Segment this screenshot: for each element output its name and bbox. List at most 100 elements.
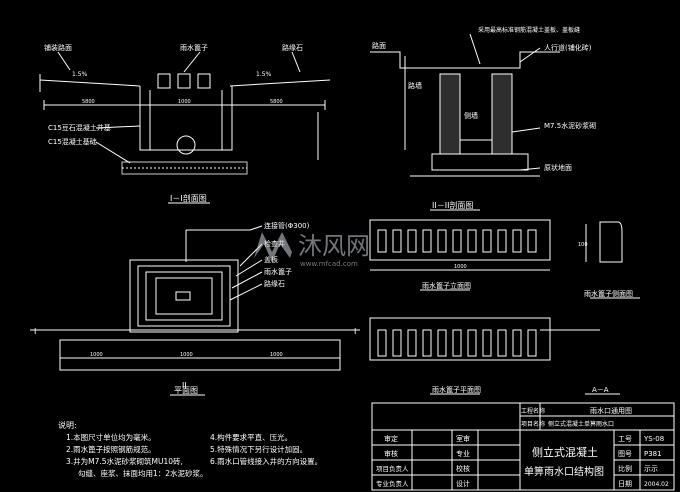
plan-curb-label: 路缘石 bbox=[264, 279, 285, 288]
item-label: 项目名称 bbox=[521, 420, 545, 428]
grate-slot bbox=[497, 229, 507, 253]
caption-section-1: I－I剖面图 bbox=[170, 193, 207, 203]
title-block bbox=[371, 402, 675, 491]
note-item: 3.井为M7.5水泥砂浆砌筑MU10砖, bbox=[66, 456, 183, 466]
meta-value: 示示 bbox=[644, 465, 658, 473]
grate-label: 雨水篦子 bbox=[180, 43, 208, 52]
grate-slot bbox=[437, 329, 447, 357]
grate-slot bbox=[482, 329, 492, 357]
brick-label: M7.5水泥砂浆砌 bbox=[544, 121, 596, 130]
grate-slot bbox=[467, 329, 477, 357]
title-block-text: 工程名称 雨水口通用图 项目名称 侧立式混凝土单箅雨水口 审定 室审 审核 专业… bbox=[376, 406, 669, 488]
drawing-title-2: 单箅雨水口结构图 bbox=[524, 465, 604, 478]
section-marker-bottom: II bbox=[182, 381, 187, 390]
grate-slot bbox=[452, 329, 462, 357]
curb-label: 路缘石 bbox=[282, 43, 303, 52]
watermark-url: www.mfcad.com bbox=[300, 260, 358, 268]
grate-slot bbox=[527, 229, 537, 253]
side-dim: 100 bbox=[578, 242, 588, 248]
grate-slot bbox=[422, 229, 432, 253]
grate-slot bbox=[377, 329, 387, 357]
grate-slot bbox=[512, 329, 522, 357]
meta-value: P381 bbox=[644, 450, 662, 458]
grate-slot bbox=[527, 329, 537, 357]
note-item: 5.特殊情况下另行设计加固。 bbox=[210, 444, 307, 454]
dim-left: 5800 bbox=[82, 99, 95, 105]
plan-dim-right: 1000 bbox=[270, 352, 283, 358]
grate-slot bbox=[392, 229, 402, 253]
grate-slot bbox=[422, 329, 432, 357]
tb-row-a: 审核 bbox=[384, 449, 398, 458]
well-mouth-label: 检查井 bbox=[264, 239, 285, 248]
road-label-right: 路面 bbox=[372, 41, 386, 50]
plan-dim-left: 1000 bbox=[90, 352, 103, 358]
note-item: 勾缝、座浆、抹面均用1：2水泥砂浆。 bbox=[78, 468, 208, 478]
watermark-brand: 沐风网 bbox=[298, 232, 370, 260]
note-item: 1.本图尺寸单位均为毫米。 bbox=[66, 432, 156, 442]
drawing-title-1: 侧立式混凝土 bbox=[532, 445, 598, 459]
elev-dim: 1000 bbox=[454, 264, 467, 270]
cushion-label: C15混凝土基础 bbox=[48, 137, 97, 146]
meta-value: 2004.02 bbox=[644, 481, 669, 488]
note-item: 6.雨水口管线接入井的方向设置。 bbox=[210, 456, 322, 466]
grate-slot bbox=[407, 329, 417, 357]
section-1-1 bbox=[39, 51, 331, 204]
sidewalk-label: 人行道(铺化砖) bbox=[544, 43, 592, 52]
connect-pipe-label: 连接管(Φ300) bbox=[264, 221, 310, 230]
tb-row-a: 审定 bbox=[384, 434, 398, 443]
plan-dim-mid: 1000 bbox=[180, 352, 193, 358]
meta-key: 日期 bbox=[618, 480, 632, 488]
tb-row-b: 校核 bbox=[456, 464, 470, 473]
grate-slot bbox=[482, 229, 492, 253]
concrete-well-label: C15豆石混凝土井基 bbox=[48, 123, 111, 132]
grate-slot bbox=[407, 229, 417, 253]
grate-slot bbox=[437, 229, 447, 253]
watermark: 沐风网 www.mfcad.com bbox=[254, 232, 370, 268]
caption-grate-side: 雨水篦子侧面图 bbox=[584, 289, 633, 298]
grate-slot bbox=[452, 229, 462, 253]
note-top-label: 采用最高标准钢筋混凝土盖板、盖板缝 bbox=[478, 26, 580, 34]
watermark-logo-icon bbox=[254, 232, 292, 262]
meta-key: 比例 bbox=[618, 464, 632, 473]
tb-row-b: 专业 bbox=[456, 449, 470, 458]
project-value: 雨水口通用图 bbox=[590, 406, 632, 415]
base-label: 原状地面 bbox=[544, 163, 572, 172]
grate-side bbox=[585, 221, 640, 299]
tb-row-a: 专业负责人 bbox=[376, 479, 409, 488]
item-value: 侧立式混凝土单箅雨水口 bbox=[548, 420, 614, 428]
dim-right: 5800 bbox=[270, 99, 283, 105]
meta-key: 图号 bbox=[618, 450, 632, 458]
grate-slot bbox=[377, 229, 387, 253]
notes-title: 说明: bbox=[58, 420, 77, 430]
section-marker-left: I bbox=[34, 327, 36, 336]
notes-block: 说明: 1.本图尺寸单位均为毫米。 2.雨水篦子按照钢筋规范。 3.井为M7.5… bbox=[58, 420, 322, 478]
caption-grate-plan: 雨水篦子平面图 bbox=[432, 385, 481, 394]
grate-slot bbox=[497, 329, 507, 357]
tb-row-b: 设计 bbox=[456, 479, 470, 488]
caption-plan: 平面图 bbox=[174, 386, 198, 395]
plan-view bbox=[30, 225, 360, 396]
dim-mid: 1000 bbox=[178, 99, 191, 105]
label-a-a: A－A bbox=[592, 386, 609, 394]
well-wall-label: 侧墙 bbox=[464, 111, 478, 120]
section-2-2 bbox=[370, 33, 560, 211]
note-item: 2.雨水篦子按照钢筋规范。 bbox=[66, 444, 156, 454]
meta-key: 工号 bbox=[618, 435, 632, 443]
meta-value: YS-08 bbox=[643, 435, 664, 443]
grate-slot bbox=[392, 329, 402, 357]
grate-slot bbox=[512, 229, 522, 253]
project-label: 工程名称 bbox=[521, 407, 545, 415]
road-label-left: 铺装路面 bbox=[44, 43, 72, 52]
caption-grate-elev: 雨水篦子立面图 bbox=[422, 281, 471, 290]
grate-elevation bbox=[369, 219, 551, 291]
grate-plan bbox=[369, 317, 620, 395]
plan-grate-label: 雨水篦子 bbox=[264, 267, 292, 276]
section-marker-right: I bbox=[354, 327, 356, 336]
slope-right: 1.5% bbox=[256, 71, 272, 78]
tb-row-a: 项目负责人 bbox=[376, 464, 409, 473]
tb-row-b: 室审 bbox=[456, 434, 470, 443]
curb-wall-label: 路墙 bbox=[408, 81, 422, 90]
grate-slot bbox=[467, 229, 477, 253]
caption-section-2: II－II剖面图 bbox=[432, 200, 473, 210]
